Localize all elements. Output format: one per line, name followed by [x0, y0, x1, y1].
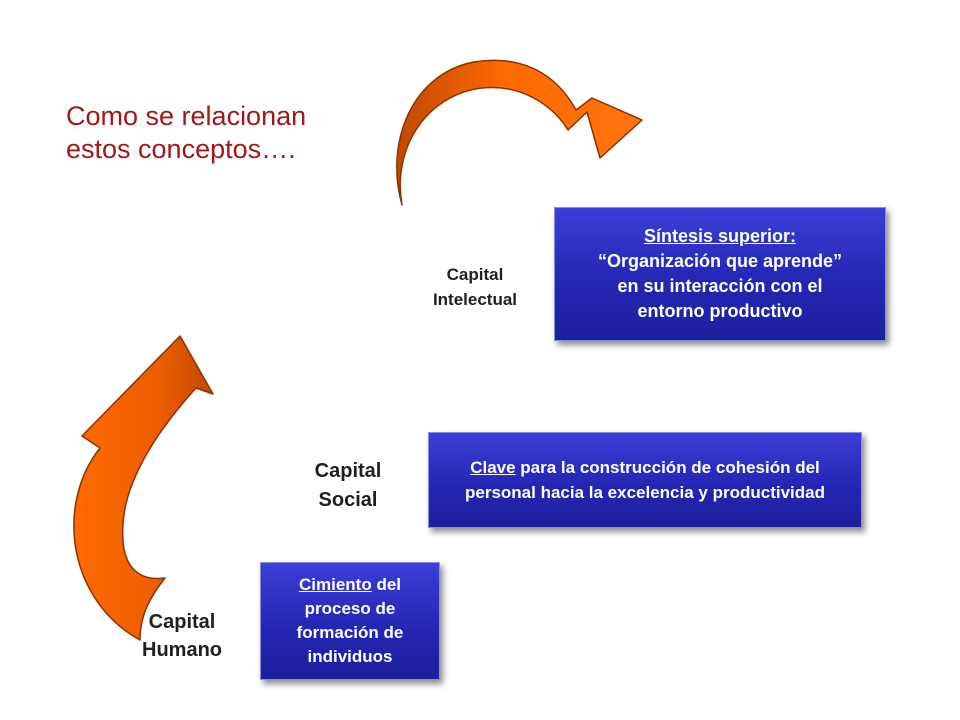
- box-rest: para la construcción de cohesión del per…: [465, 458, 825, 502]
- label-capital-intelectual: Capital Intelectual: [400, 262, 550, 312]
- box-heading: Síntesis superior:: [643, 226, 797, 246]
- box-text: Cimiento del proceso de formación de ind…: [269, 573, 431, 669]
- box-cimiento: Cimiento del proceso de formación de ind…: [260, 562, 440, 680]
- box-line: “Organización que aprende”: [597, 251, 843, 271]
- label-line: Capital: [148, 611, 216, 633]
- slide-title-line-1: Como se relacionan: [66, 101, 307, 131]
- label-capital-social: Capital Social: [278, 457, 418, 515]
- box-rest: del proceso de formación de individuos: [296, 575, 404, 666]
- label-line: Humano: [142, 639, 222, 661]
- curved-arrow-icon: [73, 335, 214, 641]
- box-text: Clave para la construcción de cohesión d…: [441, 455, 849, 505]
- label-capital-humano: Capital Humano: [112, 608, 252, 664]
- label-line: Social: [318, 489, 378, 511]
- box-keyword: Cimiento: [298, 575, 372, 594]
- slide-title: Como se relacionan estos conceptos….: [66, 100, 306, 166]
- box-sintesis-superior: Síntesis superior: “Organización que apr…: [554, 207, 886, 341]
- curved-arrow-icon: [396, 59, 643, 206]
- label-line: Capital: [446, 265, 504, 284]
- label-line: Intelectual: [432, 290, 518, 309]
- box-line: en su interacción con el: [617, 276, 823, 296]
- box-clave: Clave para la construcción de cohesión d…: [428, 432, 862, 528]
- box-keyword: Clave: [470, 458, 516, 477]
- label-line: Capital: [314, 460, 382, 482]
- box-line: entorno productivo: [637, 301, 803, 321]
- slide-title-line-2: estos conceptos….: [66, 134, 296, 164]
